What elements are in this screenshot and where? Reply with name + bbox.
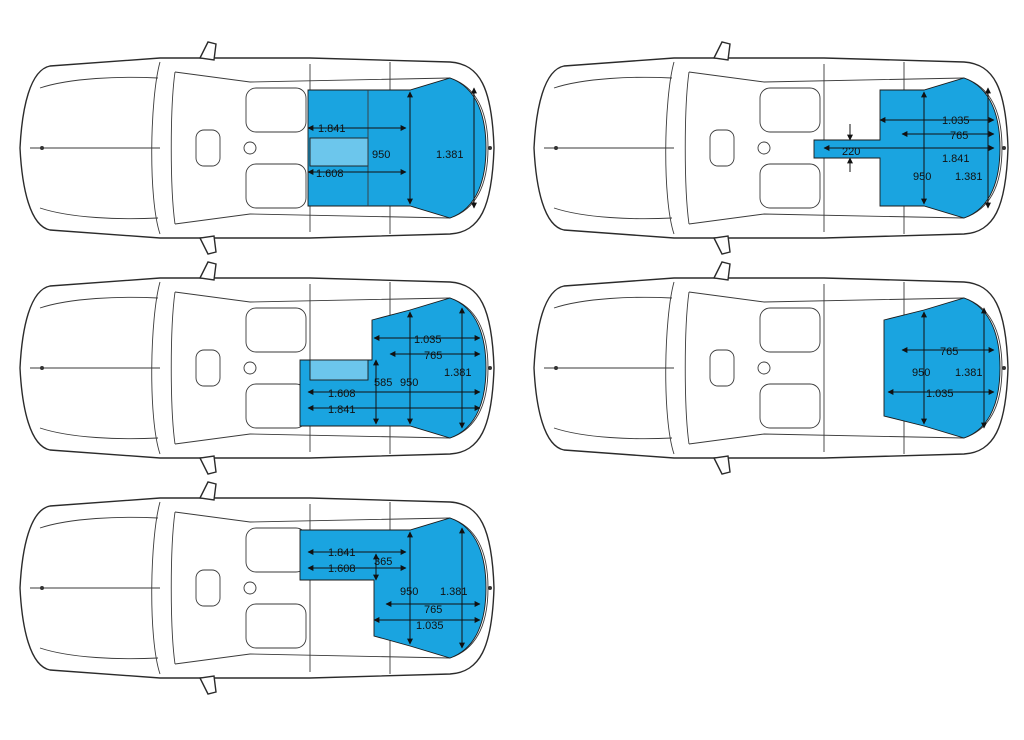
- label-d-w2: 1.035: [926, 388, 954, 400]
- label-b-w2: 765: [950, 130, 968, 142]
- car-diagram-c: [19, 261, 495, 475]
- car-diagram-a: [19, 41, 495, 255]
- label-b-w1: 1.035: [942, 115, 970, 127]
- car-diagram-b: [533, 41, 1009, 255]
- label-a-len: 950: [372, 149, 390, 161]
- label-a-w1: 1.841: [318, 123, 346, 135]
- label-e-w3: 765: [424, 604, 442, 616]
- label-d-full: 1.381: [955, 367, 983, 379]
- label-e-len: 950: [400, 586, 418, 598]
- label-e-full: 1.381: [440, 586, 468, 598]
- label-c-w3: 1.608: [328, 388, 356, 400]
- label-b-len: 950: [913, 171, 931, 183]
- label-b-mid: 220: [842, 146, 860, 158]
- label-c-mid: 585: [374, 377, 392, 389]
- label-b-w3: 1.841: [942, 153, 970, 165]
- label-e-w1: 1.841: [328, 547, 356, 559]
- label-a-full: 1.381: [436, 149, 464, 161]
- label-a-w2: 1.608: [316, 168, 344, 180]
- label-c-len: 950: [400, 377, 418, 389]
- label-b-full: 1.381: [955, 171, 983, 183]
- label-d-len: 950: [912, 367, 930, 379]
- car-diagram-d: [533, 261, 1009, 475]
- label-e-w4: 1.035: [416, 620, 444, 632]
- label-c-w1: 1.035: [414, 334, 442, 346]
- label-c-w4: 1.841: [328, 404, 356, 416]
- label-e-mid: 365: [374, 556, 392, 568]
- label-d-w1: 765: [940, 346, 958, 358]
- label-e-w2: 1.608: [328, 563, 356, 575]
- car-diagram-e: [19, 481, 495, 695]
- label-c-full: 1.381: [444, 367, 472, 379]
- label-c-w2: 765: [424, 350, 442, 362]
